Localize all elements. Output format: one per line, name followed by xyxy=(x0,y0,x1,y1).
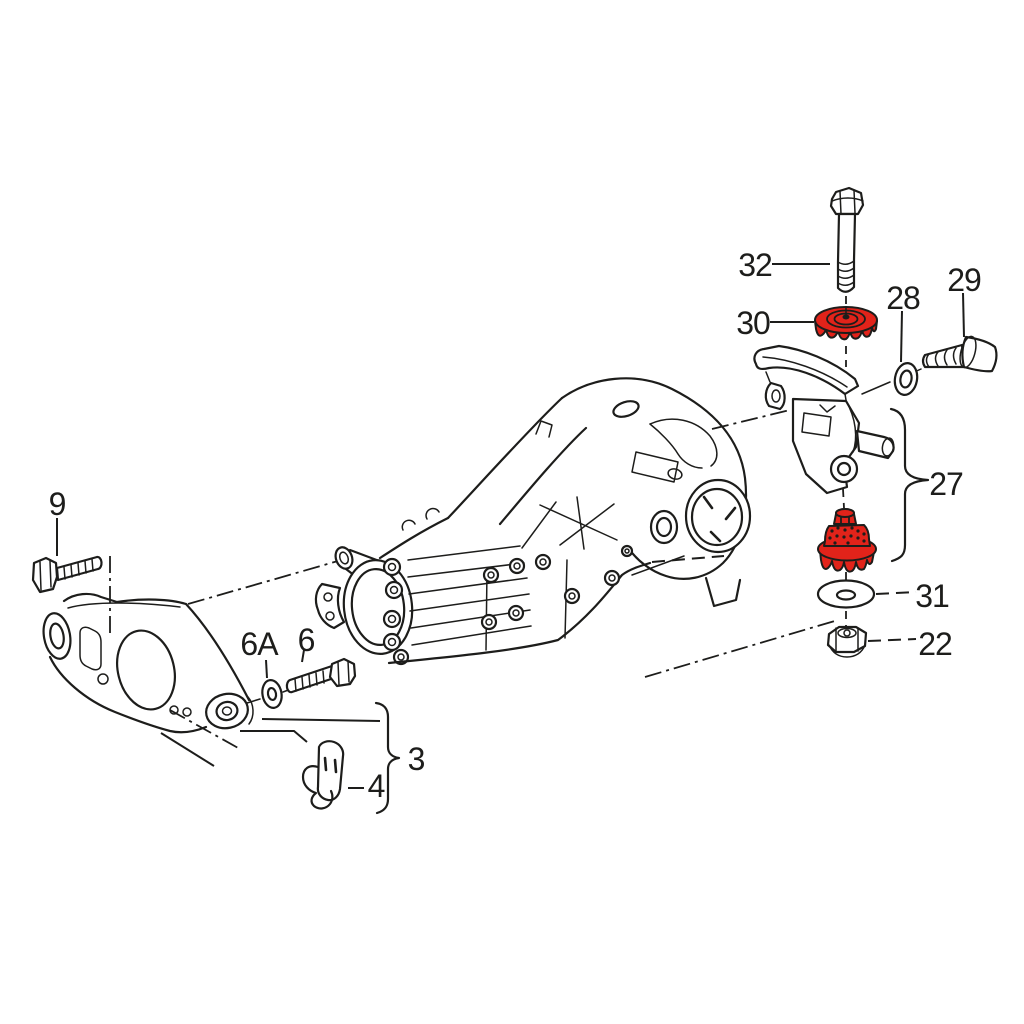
callout-6: 6 xyxy=(298,622,315,658)
differential-housing xyxy=(314,377,752,666)
mount-bushing-30 xyxy=(814,306,878,341)
bolt-6 xyxy=(285,657,357,694)
bolt-9 xyxy=(31,555,103,594)
callout-28: 28 xyxy=(886,280,920,316)
callout-32: 32 xyxy=(738,247,772,283)
brace-3 xyxy=(374,701,401,815)
bolt-29 xyxy=(921,335,998,373)
leader-lines-right xyxy=(770,263,965,642)
washer-28 xyxy=(893,362,919,396)
callout-4: 4 xyxy=(368,768,385,804)
callout-labels: 9 6A 6 3 4 32 30 28 29 27 31 22 xyxy=(49,247,982,804)
callout-6a: 6A xyxy=(240,626,279,662)
leader-lines-left xyxy=(56,518,381,789)
callout-27: 27 xyxy=(929,466,963,502)
mount-bracket-27 xyxy=(753,344,895,495)
exhaust-clip xyxy=(301,740,345,810)
washer-6a xyxy=(261,679,283,709)
nut-22 xyxy=(826,625,868,658)
callout-9: 9 xyxy=(49,486,66,522)
mounting-arm xyxy=(42,592,254,734)
callout-31: 31 xyxy=(915,578,949,614)
callout-3: 3 xyxy=(408,741,425,777)
mount-bushing-lower-27 xyxy=(817,508,877,573)
brace-27 xyxy=(889,407,930,563)
callout-22: 22 xyxy=(918,626,952,662)
callout-29: 29 xyxy=(947,262,981,298)
bolt-32 xyxy=(829,186,865,293)
washer-31 xyxy=(816,579,876,609)
callout-30: 30 xyxy=(736,305,770,341)
